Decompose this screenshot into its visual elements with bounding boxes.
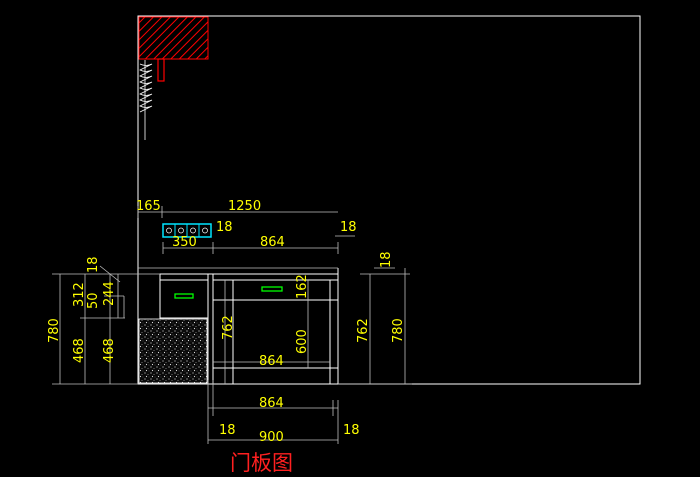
dim-bottom-right-gap: 18: [343, 423, 360, 438]
bottom-dimension-lines: [207, 361, 339, 444]
dim-left-top-gap: 18: [86, 256, 101, 273]
dim-door-height-inner: 600: [295, 329, 310, 354]
dim-right-780: 780: [391, 318, 406, 343]
dim-bottom-overall: 900: [259, 430, 284, 445]
dim-left-312: 312: [72, 282, 87, 307]
cabinet: [138, 267, 339, 385]
dim-socket-gap: 18: [216, 220, 233, 235]
dim-top-overall: 1250: [228, 199, 261, 214]
dim-left-468-a: 468: [72, 338, 87, 363]
pipe-stub: [157, 58, 165, 82]
dim-left-468-b: 468: [102, 338, 117, 363]
dim-door-height-left: 762: [221, 315, 236, 340]
drawer-handle-left: [174, 293, 194, 299]
dim-right-top-gap: 18: [379, 251, 394, 268]
dim-left-50: 50: [86, 292, 101, 309]
dim-right-762: 762: [356, 318, 371, 343]
dim-upper-right-gap: 18: [340, 220, 357, 235]
left-dimension-lines: [52, 265, 226, 385]
dim-upper-span: 864: [260, 235, 285, 250]
right-dimension-lines: [307, 267, 412, 385]
drawing-title: 门板图: [230, 451, 293, 475]
column-hatch: [138, 16, 209, 60]
dim-bottom-span: 864: [259, 396, 284, 411]
drawer-handle-right: [261, 286, 283, 292]
dim-left-overall: 780: [47, 318, 62, 343]
dim-left-244: 244: [102, 281, 117, 306]
dim-bottom-left-gap: 18: [219, 423, 236, 438]
dim-drawer-height: 162: [295, 274, 310, 299]
dim-top-left: 165: [136, 199, 161, 214]
dim-inner-bottom-span: 864: [259, 354, 284, 369]
granite-panel: [138, 318, 208, 384]
socket-panel: [162, 223, 212, 238]
coil-pipe: [139, 60, 153, 140]
dim-socket-width: 350: [172, 235, 197, 250]
top-dimension-lines: [137, 206, 355, 254]
